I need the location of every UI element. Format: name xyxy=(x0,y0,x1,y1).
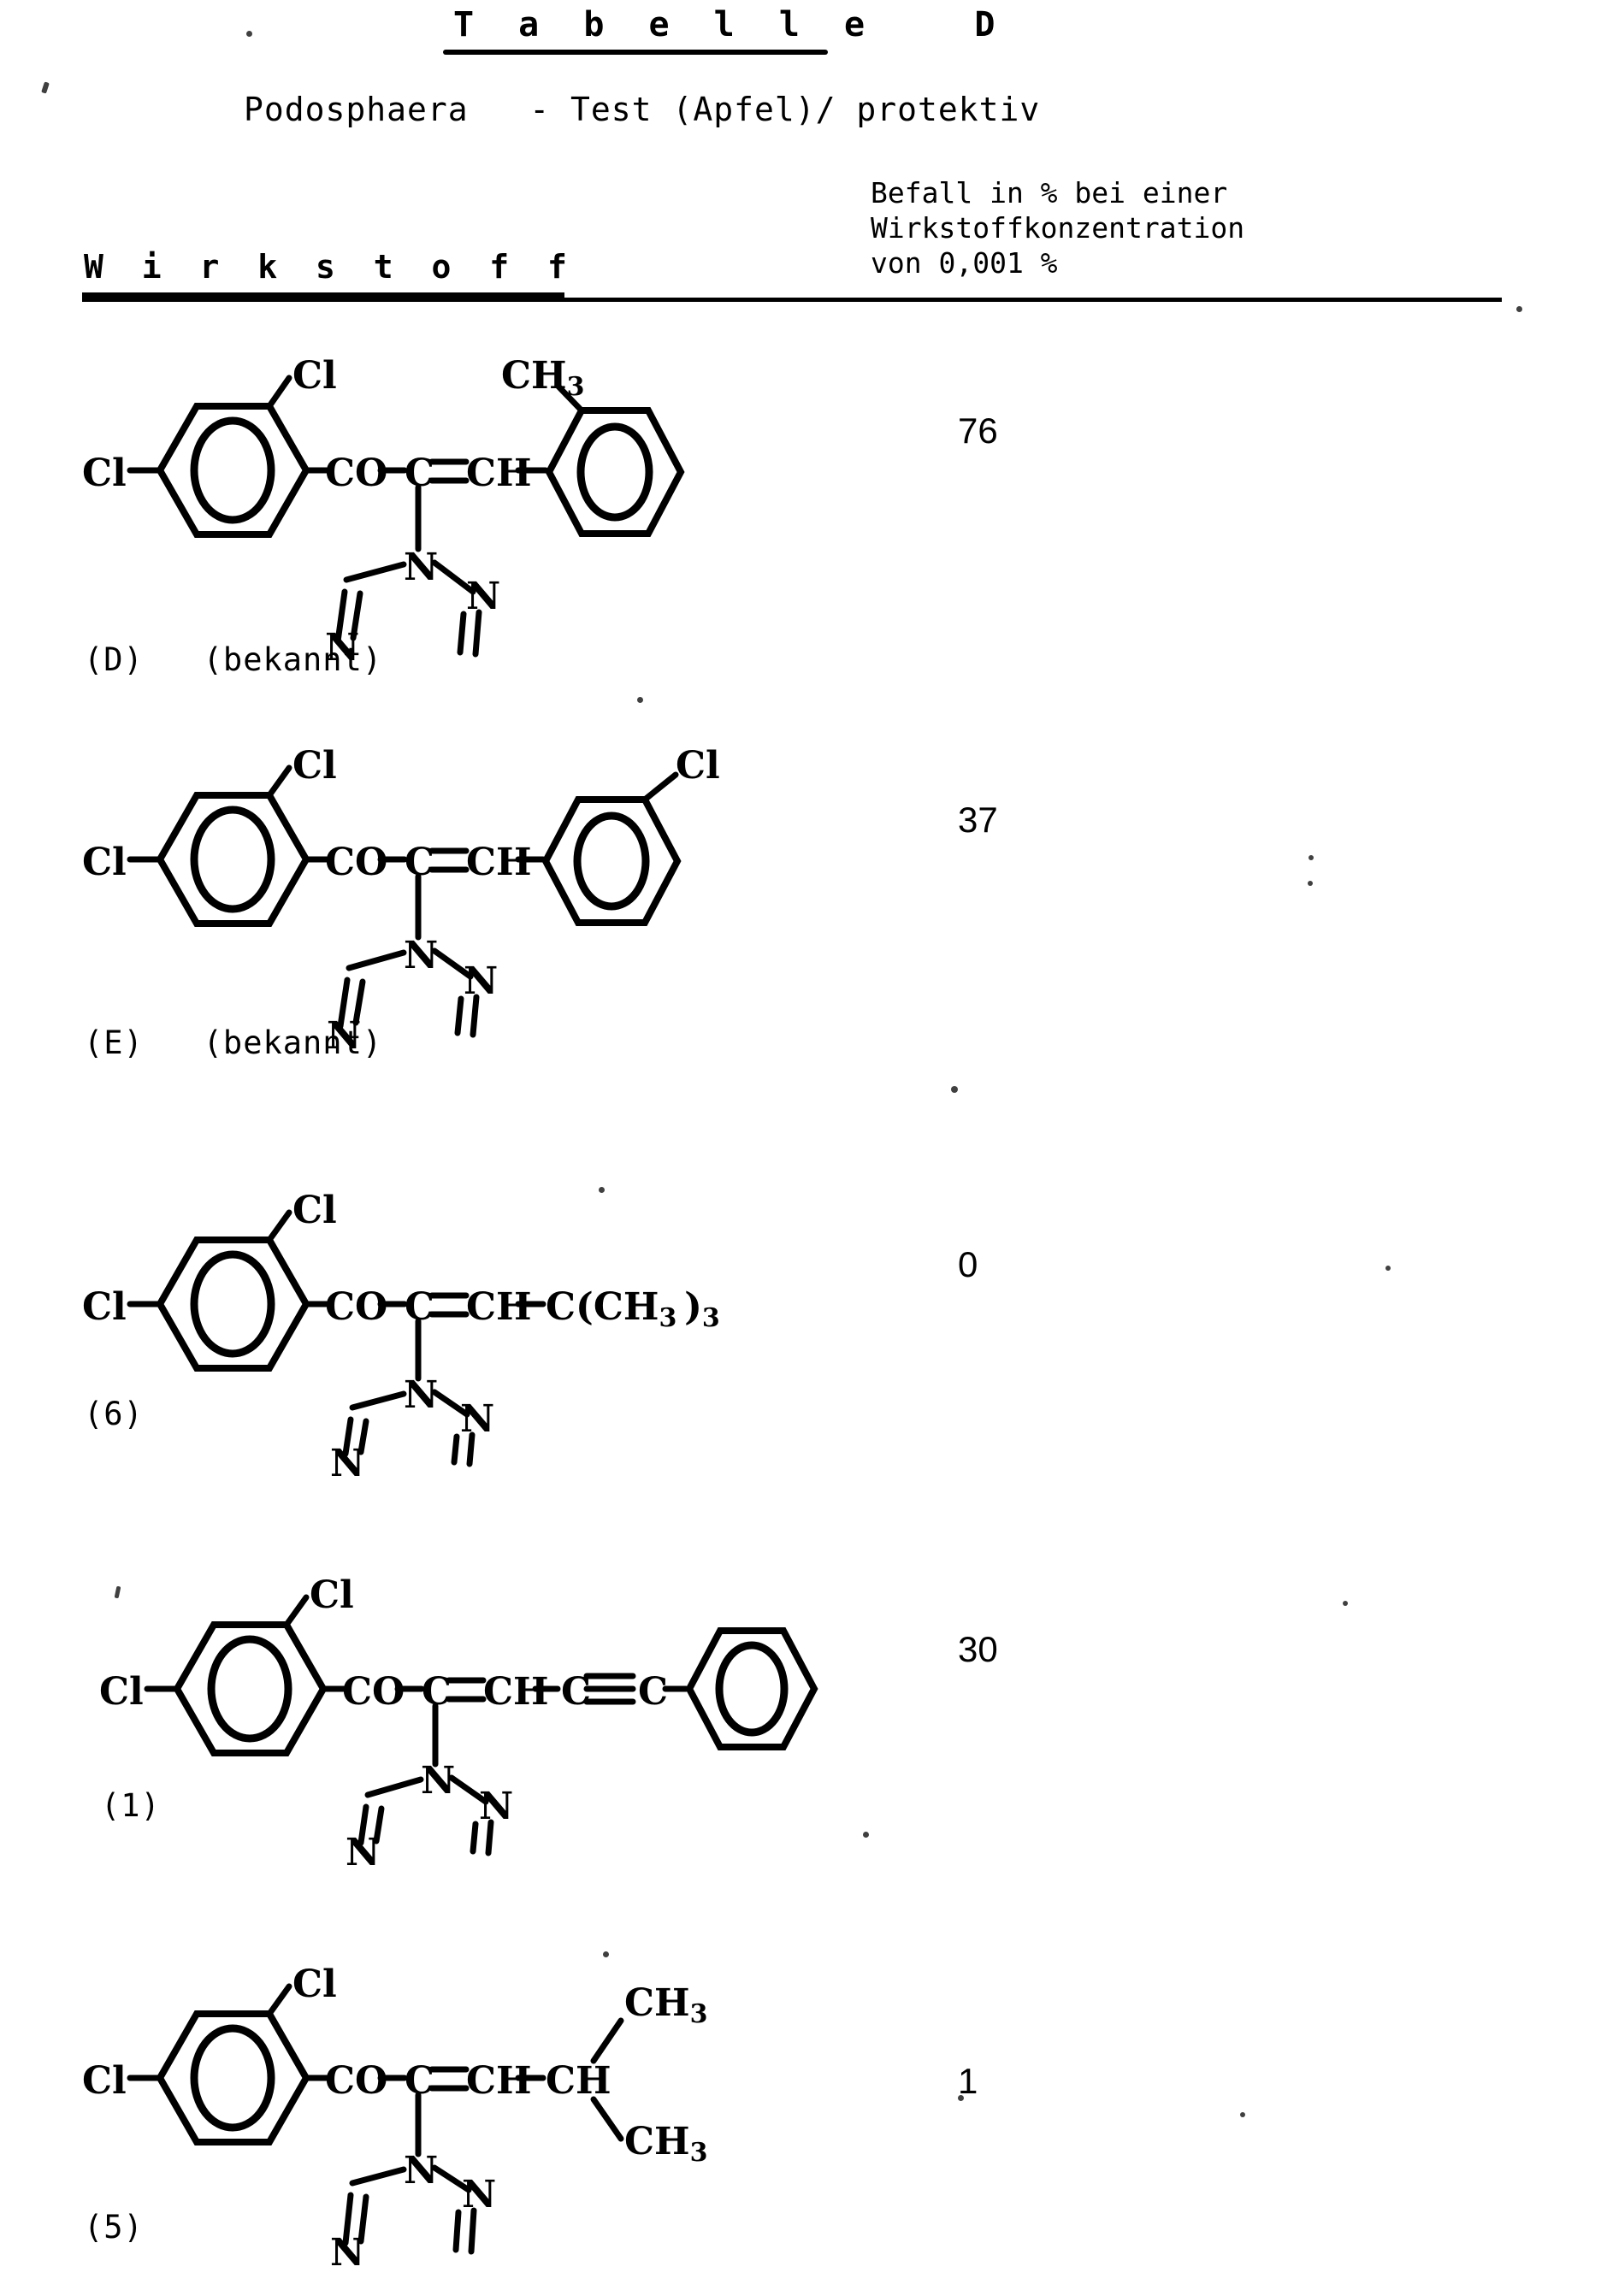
scan-speck xyxy=(951,1086,958,1093)
atom-label-ch: CH xyxy=(546,2059,611,2103)
atom-label-ch3: CH3 xyxy=(501,354,584,402)
atom-label-n: N xyxy=(346,1831,380,1874)
row-caption: (D) (bekannt) xyxy=(84,641,383,678)
scan-speck xyxy=(863,1832,869,1838)
atom-label-c: C xyxy=(405,841,434,884)
table-row: Cl Cl CO C CH C(CH3 )3 N N N 0 (6) xyxy=(0,1189,1601,1522)
row-value: 1 xyxy=(958,2061,978,2101)
scan-speck xyxy=(1240,2112,1245,2117)
table-row: Cl Cl CO C CH C C N N N 30 (1) xyxy=(0,1573,1601,1920)
atom-label-tert-butyl: C(CH3 )3 xyxy=(546,1285,720,1333)
scan-speck xyxy=(637,697,643,703)
scan-speck xyxy=(1516,306,1522,312)
structure-diagram-e: Cl Cl CO C CH Cl N N N xyxy=(77,744,720,1058)
atom-label-ch3: CH3 xyxy=(624,2120,707,2168)
atom-label-n: N xyxy=(464,959,498,1003)
row-caption: (5) xyxy=(84,2209,144,2246)
atom-label-ch: CH xyxy=(466,2059,532,2103)
atom-label-n: N xyxy=(404,546,438,589)
atom-label-c: C xyxy=(405,2059,434,2103)
atom-label-ch: CH xyxy=(466,841,532,884)
atom-label-n: N xyxy=(404,934,438,977)
atom-label-n: N xyxy=(404,1373,438,1417)
scan-speck xyxy=(958,2095,964,2101)
atom-label-n: N xyxy=(460,1397,494,1441)
scan-speck xyxy=(246,31,252,37)
test-subtitle: Podosphaera - Test (Apfel)/ protektiv xyxy=(244,91,1041,128)
title-underline xyxy=(443,50,828,55)
atom-label-cl: Cl xyxy=(82,1285,127,1329)
structure-diagram-6: Cl Cl CO C CH C(CH3 )3 N N N xyxy=(77,1189,720,1485)
table-row: Cl Cl CO C CH CH CH3 CH3 N N N 1 (5) xyxy=(0,1963,1601,2296)
scan-speck xyxy=(1309,855,1314,860)
value-header-line-3: von 0,001 % xyxy=(871,246,1058,280)
scan-speck xyxy=(41,81,50,94)
atom-label-n: N xyxy=(325,626,359,670)
atom-label-n: N xyxy=(466,575,500,618)
atom-label-cl: Cl xyxy=(292,1189,337,1232)
atom-label-c: C xyxy=(561,1670,591,1714)
scan-speck xyxy=(1385,1266,1391,1271)
structure-diagram-1: Cl Cl CO C CH C C N N N xyxy=(77,1573,818,1874)
atom-label-co: CO xyxy=(342,1670,405,1714)
row-value: 30 xyxy=(958,1629,998,1669)
atom-label-co: CO xyxy=(325,841,387,884)
atom-label-cl: Cl xyxy=(292,354,337,398)
atom-label-ch: CH xyxy=(483,1670,549,1714)
compound-header-underline xyxy=(82,292,564,298)
atom-label-ch: CH xyxy=(466,1285,532,1329)
atom-label-cl: Cl xyxy=(82,452,127,495)
atom-label-co: CO xyxy=(325,452,387,495)
atom-label-n: N xyxy=(330,1442,364,1485)
scan-speck xyxy=(599,1187,605,1193)
atom-label-ch3: CH3 xyxy=(624,1981,707,2029)
atom-label-n: N xyxy=(330,2231,364,2275)
atom-label-cl: Cl xyxy=(82,841,127,884)
row-value: 76 xyxy=(958,410,998,451)
atom-label-c: C xyxy=(422,1670,452,1714)
atom-label-co: CO xyxy=(325,2059,387,2103)
atom-label-c: C xyxy=(405,1285,434,1329)
atom-label-n: N xyxy=(479,1785,513,1828)
page-title: T a b e l l e D xyxy=(453,5,1007,44)
atom-label-cl: Cl xyxy=(99,1670,144,1714)
value-column-header: Befall in % bei einer Wirkstoffkonzentra… xyxy=(871,175,1244,280)
atom-label-n: N xyxy=(421,1759,455,1803)
atom-label-n: N xyxy=(462,2173,496,2216)
atom-label-cl: Cl xyxy=(292,744,337,788)
table-header-rule xyxy=(82,298,1502,302)
atom-label-cl: Cl xyxy=(310,1573,354,1617)
scan-speck xyxy=(603,1951,609,1957)
value-header-line-2: Wirkstoffkonzentration xyxy=(871,211,1245,245)
atom-label-cl: Cl xyxy=(676,744,720,788)
row-value: 37 xyxy=(958,800,998,840)
atom-label-n: N xyxy=(327,1014,361,1058)
atom-label-co: CO xyxy=(325,1285,387,1329)
atom-label-ch: CH xyxy=(466,452,532,495)
row-caption: (E) (bekannt) xyxy=(84,1024,383,1061)
table-row: Cl Cl CO C CH CH3 N N N 76 (D) (bekannt) xyxy=(0,354,1601,735)
atom-label-cl: Cl xyxy=(292,1963,337,2006)
atom-label-c: C xyxy=(638,1670,668,1714)
scan-speck xyxy=(1343,1601,1348,1606)
row-caption: (6) xyxy=(84,1396,144,1432)
atom-label-c: C xyxy=(405,452,434,495)
atom-label-cl: Cl xyxy=(82,2059,127,2103)
compound-column-header: W i r k s t o f f xyxy=(84,248,576,286)
row-value: 0 xyxy=(958,1244,978,1284)
value-header-line-1: Befall in % bei einer xyxy=(871,176,1228,210)
scan-speck xyxy=(1308,881,1313,886)
row-caption: (1) xyxy=(101,1787,161,1824)
atom-label-n: N xyxy=(404,2149,438,2193)
table-row: Cl Cl CO C CH Cl N N N 37 (E) (bekannt) xyxy=(0,744,1601,1112)
structure-diagram-5: Cl Cl CO C CH CH CH3 CH3 N N N xyxy=(77,1963,727,2275)
structure-diagram-d: Cl Cl CO C CH CH3 N N N xyxy=(77,354,685,670)
